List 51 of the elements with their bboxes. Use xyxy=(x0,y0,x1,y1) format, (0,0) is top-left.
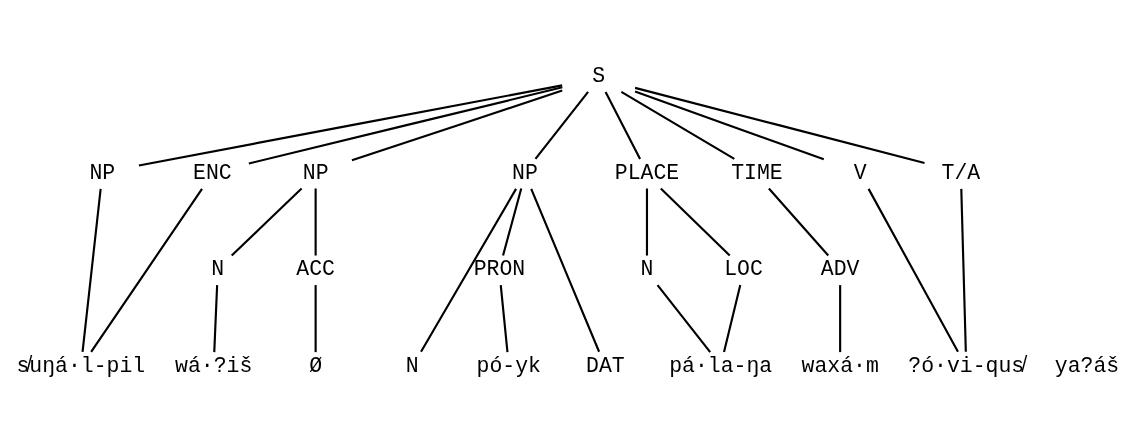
node-text: N xyxy=(405,353,419,378)
connector xyxy=(534,91,589,160)
connector xyxy=(90,188,203,353)
node-text: NP xyxy=(89,160,116,185)
node-text: pá·la-ŋa xyxy=(669,353,773,378)
connector xyxy=(768,187,830,257)
connector xyxy=(530,188,601,353)
node-text: N xyxy=(640,257,654,282)
connector xyxy=(656,284,712,353)
node-text: ENC xyxy=(193,160,232,185)
node-text: DAT xyxy=(586,353,625,378)
node-text: s̸uŋá·l-pil xyxy=(16,353,146,378)
label: ya?áš xyxy=(1054,353,1120,378)
connector xyxy=(314,285,317,353)
node-text: ADV xyxy=(820,257,860,282)
connector xyxy=(314,188,317,256)
connector xyxy=(604,91,642,160)
node-text: NP xyxy=(512,160,538,185)
connector xyxy=(499,285,509,353)
connector xyxy=(351,89,563,162)
node-text: NP xyxy=(302,160,329,185)
node-text: pó-yk xyxy=(476,353,541,378)
node-text: TIME xyxy=(731,160,783,185)
node-text: Ø xyxy=(309,353,323,378)
connector xyxy=(645,188,649,256)
connector xyxy=(960,188,967,352)
connector xyxy=(867,188,959,353)
connector xyxy=(660,187,731,257)
node-text: PLACE xyxy=(614,160,680,185)
connector xyxy=(213,285,219,353)
connector xyxy=(634,86,925,164)
connector xyxy=(634,90,825,161)
node-text: ACC xyxy=(296,257,335,282)
connector xyxy=(722,284,742,353)
node-text: N xyxy=(211,257,225,282)
connector xyxy=(620,91,735,160)
node-text: LOC xyxy=(724,257,763,282)
connector xyxy=(502,188,523,256)
node-text: PRON xyxy=(473,257,526,282)
node-text: V xyxy=(853,160,867,185)
connector xyxy=(230,187,303,257)
connector xyxy=(248,86,563,165)
node-text: T/A xyxy=(941,160,981,185)
connector xyxy=(839,285,842,353)
connector xyxy=(420,188,517,353)
connector xyxy=(138,84,563,167)
connector xyxy=(81,188,102,352)
node-text: waxá·m xyxy=(801,353,879,378)
node-text: S xyxy=(592,64,606,89)
node-text: ?ó·vi-qus̸ xyxy=(908,353,1025,378)
node-text: wá·?iš xyxy=(175,353,253,378)
